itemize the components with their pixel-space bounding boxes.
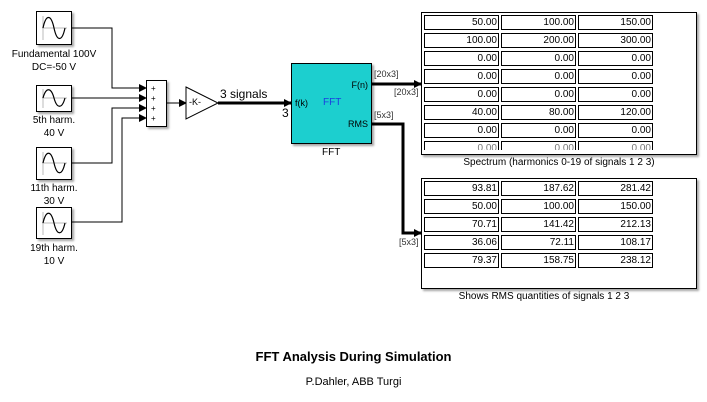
- source-11th-label: 11th harm. 30 V: [0, 182, 108, 208]
- display-cell: 0.00: [578, 69, 653, 84]
- display-cell: 0.00: [424, 141, 499, 150]
- source-19th-label: 19th harm. 10 V: [0, 242, 108, 268]
- fft-block[interactable]: f(k) FFT F(n) RMS: [291, 63, 372, 144]
- display-cell: 100.00: [501, 15, 576, 30]
- display-cell: 79.37: [424, 253, 499, 268]
- spectrum-caption: Spectrum (harmonics 0-19 of signals 1 2 …: [463, 157, 655, 168]
- sine-wave-icon: [42, 212, 67, 235]
- sine-wave-icon: [42, 16, 67, 40]
- display-cell: 0.00: [578, 51, 653, 66]
- display-cell: 50.00: [424, 199, 499, 214]
- display-cell: 40.00: [424, 105, 499, 120]
- display-cell: 150.00: [578, 15, 653, 30]
- fn-dim-label: [20x3]: [374, 69, 399, 79]
- display-cell: 0.00: [501, 141, 576, 150]
- rms-dim-label: [5x3]: [374, 110, 394, 120]
- display-cell: 238.12: [578, 253, 653, 268]
- sine-wave-icon: [42, 152, 67, 175]
- display-cell: 0.00: [424, 123, 499, 138]
- diagram-title: FFT Analysis During Simulation: [255, 349, 452, 364]
- gain-block[interactable]: [185, 86, 221, 120]
- display-cell: 141.42: [501, 217, 576, 232]
- sum-sign: +: [151, 94, 156, 103]
- source-label-line1: 19th harm.: [30, 243, 78, 254]
- diagram-author: P.Dahler, ABB Turgi: [305, 376, 402, 388]
- gain-label: -K-: [189, 97, 201, 107]
- display-cell: 100.00: [501, 199, 576, 214]
- source-5th-label: 5th harm. 40 V: [0, 114, 108, 140]
- display-cell: 281.42: [578, 181, 653, 196]
- sine-wave-icon: [42, 89, 67, 108]
- source-label-line2: 40 V: [43, 128, 65, 139]
- fft-output-port-fn: F(n): [351, 80, 369, 90]
- sum-block[interactable]: + + + +: [146, 80, 167, 127]
- wire-11th: [72, 104, 147, 164]
- source-label-line2: 30 V: [43, 196, 65, 207]
- display-cell: 93.81: [424, 181, 499, 196]
- display-cell: 150.00: [578, 199, 653, 214]
- display-cell: 0.00: [501, 87, 576, 102]
- fft-output-port-rms: RMS: [348, 119, 368, 129]
- source-label-line1: Fundamental 100V: [11, 49, 97, 60]
- source-label-line2: 10 V: [43, 256, 65, 267]
- rms-caption: Shows RMS quantities of signals 1 2 3: [458, 291, 630, 302]
- bus-label: 3 signals: [220, 87, 268, 101]
- source-label-line1: 5th harm.: [32, 115, 76, 126]
- source-19th-harmonic[interactable]: [36, 207, 72, 239]
- sum-sign: +: [151, 104, 156, 113]
- wire-19th: [72, 114, 147, 223]
- display-cell: 0.00: [578, 87, 653, 102]
- fft-input-port: f(k): [295, 98, 308, 108]
- wire-rms: [372, 122, 422, 237]
- display-cell: 0.00: [424, 51, 499, 66]
- wire-fundamental: [72, 27, 147, 92]
- sum-sign: +: [151, 84, 156, 93]
- fft-block-name: FFT: [323, 97, 342, 108]
- display-cell: 200.00: [501, 33, 576, 48]
- source-label-line2: DC=-50 V: [31, 62, 77, 73]
- display-cell: 0.00: [578, 123, 653, 138]
- source-5th-harmonic[interactable]: [36, 85, 72, 112]
- display-cell: 0.00: [424, 69, 499, 84]
- display-cell: 300.00: [578, 33, 653, 48]
- display-cell: 0.00: [501, 51, 576, 66]
- display-cell: 72.11: [501, 235, 576, 250]
- display-cell: 120.00: [578, 105, 653, 120]
- fft-caption: FFT: [322, 147, 341, 158]
- display-cell: 70.71: [424, 217, 499, 232]
- display-cell: 100.00: [424, 33, 499, 48]
- display-cell: 158.75: [501, 253, 576, 268]
- source-label-line1: 11th harm.: [30, 183, 78, 194]
- display-cell: 50.00: [424, 15, 499, 30]
- source-fundamental-label: Fundamental 100V DC=-50 V: [0, 48, 108, 74]
- display-cell: 108.17: [578, 235, 653, 250]
- bus-width: 3: [282, 106, 289, 120]
- rms-input-dim: [5x3]: [399, 237, 419, 247]
- display-cell: 0.00: [578, 141, 653, 150]
- display-cell: 80.00: [501, 105, 576, 120]
- display-cell: 187.62: [501, 181, 576, 196]
- display-cell: 36.06: [424, 235, 499, 250]
- display-cell: 0.00: [424, 87, 499, 102]
- source-11th-harmonic[interactable]: [36, 147, 72, 180]
- display-cell: 0.00: [501, 123, 576, 138]
- spectrum-input-dim: [20x3]: [394, 87, 419, 97]
- display-cell: 212.13: [578, 217, 653, 232]
- source-fundamental[interactable]: [36, 11, 72, 45]
- sum-sign: +: [151, 114, 156, 123]
- display-cell: 0.00: [501, 69, 576, 84]
